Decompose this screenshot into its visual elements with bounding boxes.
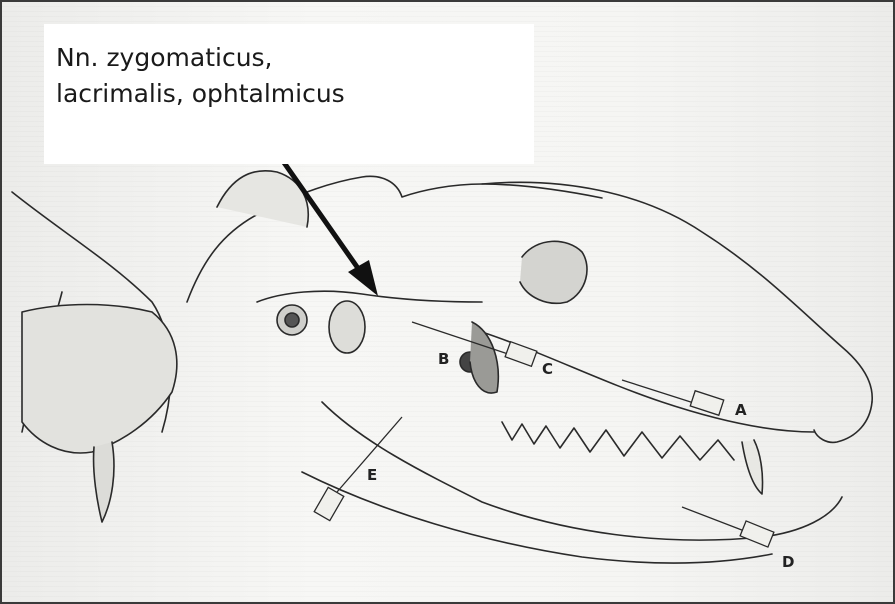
needle-a xyxy=(622,380,724,415)
nerve-label-line2: lacrimalis, ophtalmicus xyxy=(56,79,345,108)
mandible-lower xyxy=(302,472,772,563)
nerve-label-line1: Nn. zygomaticus, xyxy=(56,43,273,72)
label-e: E xyxy=(367,466,377,484)
needle-d xyxy=(682,507,774,547)
orbital-fissure xyxy=(329,301,365,353)
vertebra-outline xyxy=(22,305,177,453)
pterygopalatine-fossa xyxy=(470,322,498,393)
upper-jaw xyxy=(482,332,814,432)
mandible-outline xyxy=(322,402,842,540)
canine-tooth xyxy=(742,440,763,494)
teeth-row xyxy=(502,422,734,460)
label-c: C xyxy=(542,360,553,378)
vertebra-process xyxy=(94,442,114,522)
nose-outline xyxy=(814,402,872,442)
label-b: B xyxy=(438,350,449,368)
orbit-outline xyxy=(520,241,587,303)
label-a: A xyxy=(735,401,747,419)
zygomatic-arch xyxy=(257,291,482,302)
label-d: D xyxy=(782,553,794,571)
ear-canal-inner xyxy=(285,313,299,327)
nerve-label: Nn. zygomaticus, lacrimalis, ophtalmicus xyxy=(56,40,345,112)
